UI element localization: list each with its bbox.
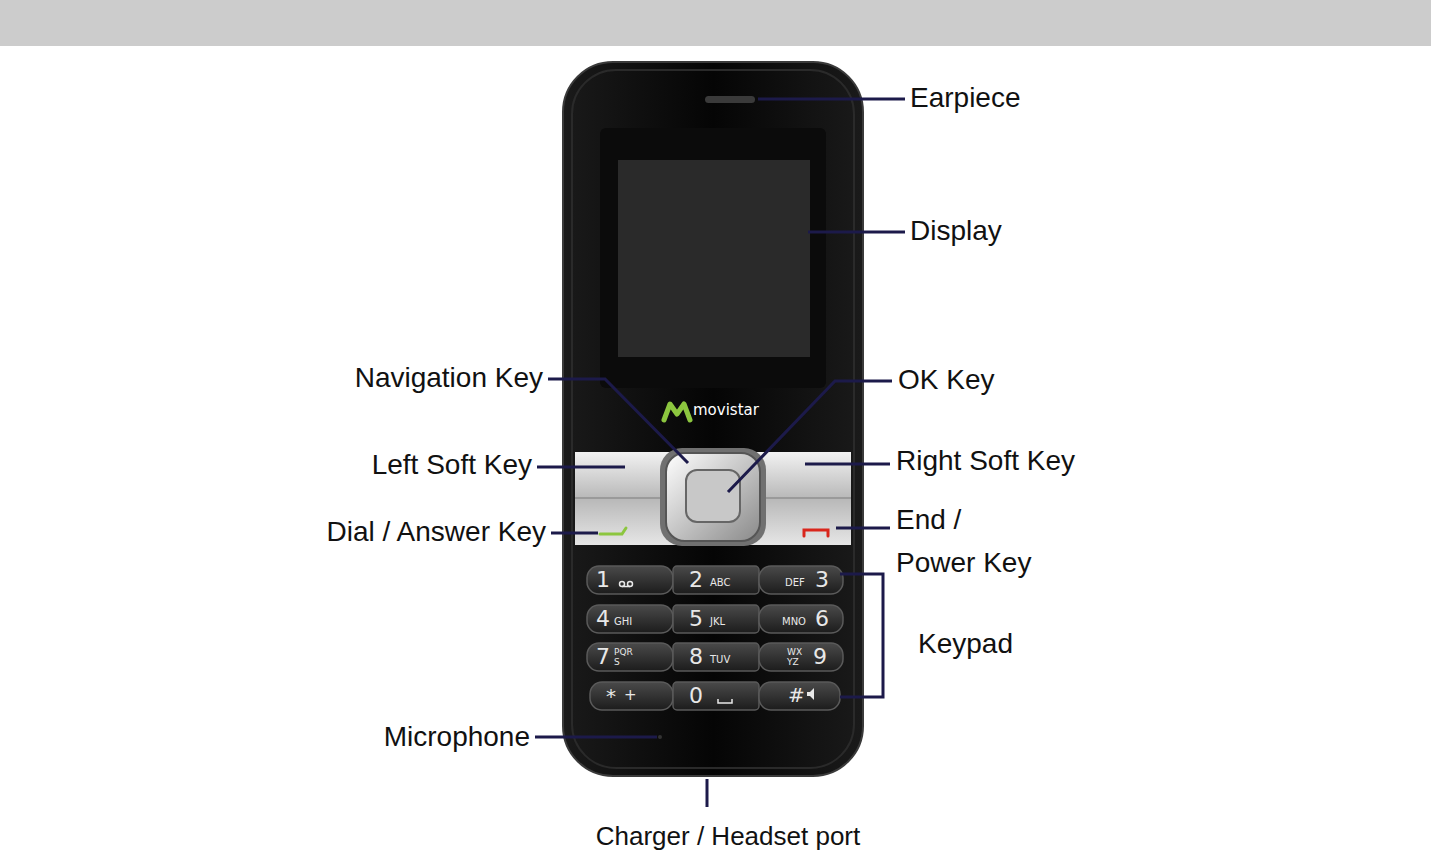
key-number: 2 xyxy=(689,569,703,591)
key-letters: MNO xyxy=(782,617,806,627)
key-letters: WXYZ xyxy=(787,647,807,667)
part-label: OK Key xyxy=(898,364,994,396)
key-number: 4 xyxy=(596,608,610,630)
key-letters: DEF xyxy=(785,578,805,588)
part-label: Right Soft Key xyxy=(896,445,1075,477)
part-label: Keypad xyxy=(918,628,1013,660)
key-number: 5 xyxy=(689,608,703,630)
key-number: 1 xyxy=(596,569,610,591)
key-letters: TUV xyxy=(710,655,730,665)
key-number: 0 xyxy=(689,685,703,707)
key-number: 8 xyxy=(689,646,703,668)
part-label: Left Soft Key xyxy=(372,449,532,481)
part-label: Dial / Answer Key xyxy=(327,516,546,548)
key-number: 6 xyxy=(815,608,829,630)
key-symbol: + xyxy=(624,688,637,703)
key-number: 3 xyxy=(815,569,829,591)
part-label: Earpiece xyxy=(910,82,1021,114)
part-label: Navigation Key xyxy=(355,362,543,394)
key-letters: PQRS xyxy=(614,647,634,667)
part-label: Charger / Headset port xyxy=(596,820,860,852)
key-number: 7 xyxy=(596,646,610,668)
key-symbol: * xyxy=(606,686,616,706)
key-letters: JKL xyxy=(710,617,725,627)
key-number: 9 xyxy=(813,646,827,668)
brand-logo: movistar xyxy=(693,403,759,418)
part-label: End / Power Key xyxy=(896,498,1038,584)
part-label: Microphone xyxy=(384,721,530,753)
key-letters: ABC xyxy=(710,578,731,588)
part-label: Display xyxy=(910,215,1002,247)
header-bar xyxy=(0,0,1431,46)
key-letters: GHI xyxy=(614,617,632,627)
key-symbol: # xyxy=(788,685,805,705)
